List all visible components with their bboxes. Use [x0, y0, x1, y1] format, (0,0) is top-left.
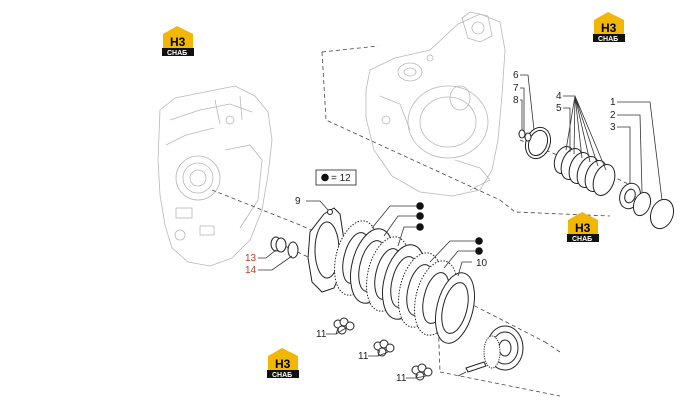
- bushing-13: [270, 236, 287, 253]
- logo-sub-text: CHAБ: [572, 236, 592, 243]
- cover-1: [649, 198, 675, 230]
- logo-mark: H3: [275, 357, 291, 371]
- logo-sub-text: CHAБ: [598, 36, 618, 43]
- logo-watermark-top-right: H3 CHAБ: [593, 12, 625, 43]
- shim-stack-4-5: [553, 145, 616, 196]
- ring-14: [287, 241, 299, 259]
- dashed-outline-top: [321, 45, 611, 217]
- label-part-11-a: 11: [316, 329, 327, 340]
- seal-ring-6: [524, 126, 552, 160]
- logo-mark: H3: [170, 35, 186, 49]
- legend-text: = 12: [331, 173, 351, 184]
- label-part-11-c: 11: [396, 373, 407, 384]
- leader-14: [258, 255, 293, 271]
- label-part-14: 14: [245, 265, 257, 276]
- label-part-8: 8: [513, 95, 519, 106]
- label-part-1: 1: [610, 97, 616, 108]
- friction-discs: [334, 220, 458, 336]
- legend-box: = 12: [315, 169, 357, 186]
- gear-hub: [483, 325, 524, 371]
- logo-watermark-top-left: H3 CHAБ: [162, 26, 194, 57]
- label-part-6: 6: [513, 70, 519, 81]
- ring-2: [632, 191, 652, 217]
- label-part-11-b: 11: [358, 351, 369, 362]
- right-housing-ghost: [365, 11, 506, 197]
- label-part-10: 10: [476, 258, 488, 269]
- leader-13: [258, 249, 277, 259]
- label-part-9: 9: [295, 196, 301, 207]
- label-part-4: 4: [556, 91, 562, 102]
- label-part-3: 3: [610, 122, 616, 133]
- legend-bullet: [321, 173, 329, 182]
- label-part-13: 13: [245, 253, 257, 264]
- logo-watermark-mid-right: H3 CHAБ: [567, 212, 599, 243]
- label-part-7: 7: [513, 83, 519, 94]
- leaders-clutch: [306, 200, 475, 379]
- label-part-2: 2: [610, 110, 616, 121]
- bullet-markers: [416, 202, 483, 255]
- end-plate-10: [434, 272, 476, 344]
- oring-7-8: [518, 129, 532, 142]
- logo-sub-text: CHAБ: [167, 50, 187, 57]
- logo-sub-text: CHAБ: [272, 372, 292, 379]
- pin-part: [465, 361, 487, 373]
- logo-mark: H3: [601, 21, 617, 35]
- left-housing-ghost: [157, 85, 273, 267]
- logo-watermark-bottom-left: H3 CHAБ: [267, 348, 299, 379]
- part-labels: 6 7 8 4 5 1 2 3 9 10 13 14 11 11 11: [245, 70, 616, 384]
- logo-mark: H3: [575, 221, 591, 235]
- leaders-upper-right: [520, 74, 663, 201]
- label-part-5: 5: [556, 103, 562, 114]
